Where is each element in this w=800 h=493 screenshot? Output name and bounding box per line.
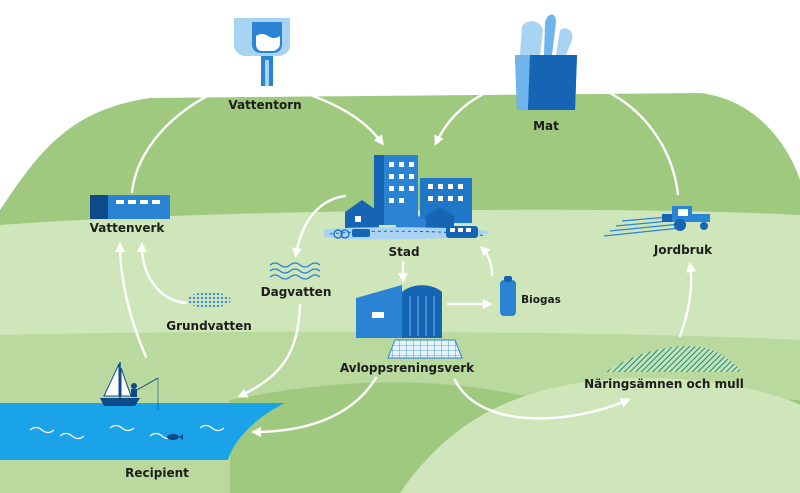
arrow-avlopp-to-recipient [250, 376, 378, 438]
label-mat: Mat [533, 119, 559, 133]
label-jordbruk: Jordbruk [653, 243, 713, 257]
city-icon [324, 155, 490, 240]
label-avloppsreningsverk: Avloppsreningsverk [339, 361, 475, 375]
fish-icon [167, 434, 183, 440]
water-tower-icon [234, 18, 290, 86]
arrow-jordbruk-to-mat [591, 83, 680, 196]
label-vattenverk: Vattenverk [89, 221, 165, 235]
arrow-avlopp-to-naring [453, 378, 631, 420]
tractor-icon [603, 206, 710, 237]
recipient-water [0, 362, 285, 460]
label-biogas: Biogas [521, 294, 561, 306]
front-right-hill [400, 377, 800, 493]
sailboat-icon [100, 362, 159, 410]
label-grundvatten: Grundvatten [166, 319, 252, 333]
arrow-naring-to-jordbruk [678, 262, 697, 338]
arrow-mat-to-stad [434, 85, 502, 146]
label-dagvatten: Dagvatten [260, 285, 332, 299]
biogas-tank-icon [500, 276, 516, 316]
treatment-plant-icon [356, 285, 463, 359]
label-recipient: Recipient [125, 466, 189, 480]
groundwater-icon [187, 292, 231, 308]
nutrient-mound-icon [606, 346, 742, 372]
arrow-biogas-to-stad [479, 245, 494, 277]
arrow-vattenverk-to-vattentorn [130, 76, 251, 194]
grocery-bag-icon [515, 14, 577, 110]
label-stad: Stad [388, 245, 420, 259]
arrow-dagvatten-to-recipient [237, 303, 302, 398]
arrow-stad-to-dagvatten [292, 194, 347, 258]
arrow-vattentorn-to-stad [300, 90, 384, 146]
arrow-recipient-to-vattenverk [114, 241, 148, 359]
label-naringsamnen: Näringsämnen och mull [584, 377, 744, 391]
waterworks-icon [90, 195, 170, 219]
arrow-grundvatten-to-vattenverk [136, 241, 188, 305]
stormwater-waves-icon [269, 262, 321, 280]
cycle-arrows [114, 76, 697, 438]
label-vattentorn: Vattentorn [228, 98, 302, 112]
